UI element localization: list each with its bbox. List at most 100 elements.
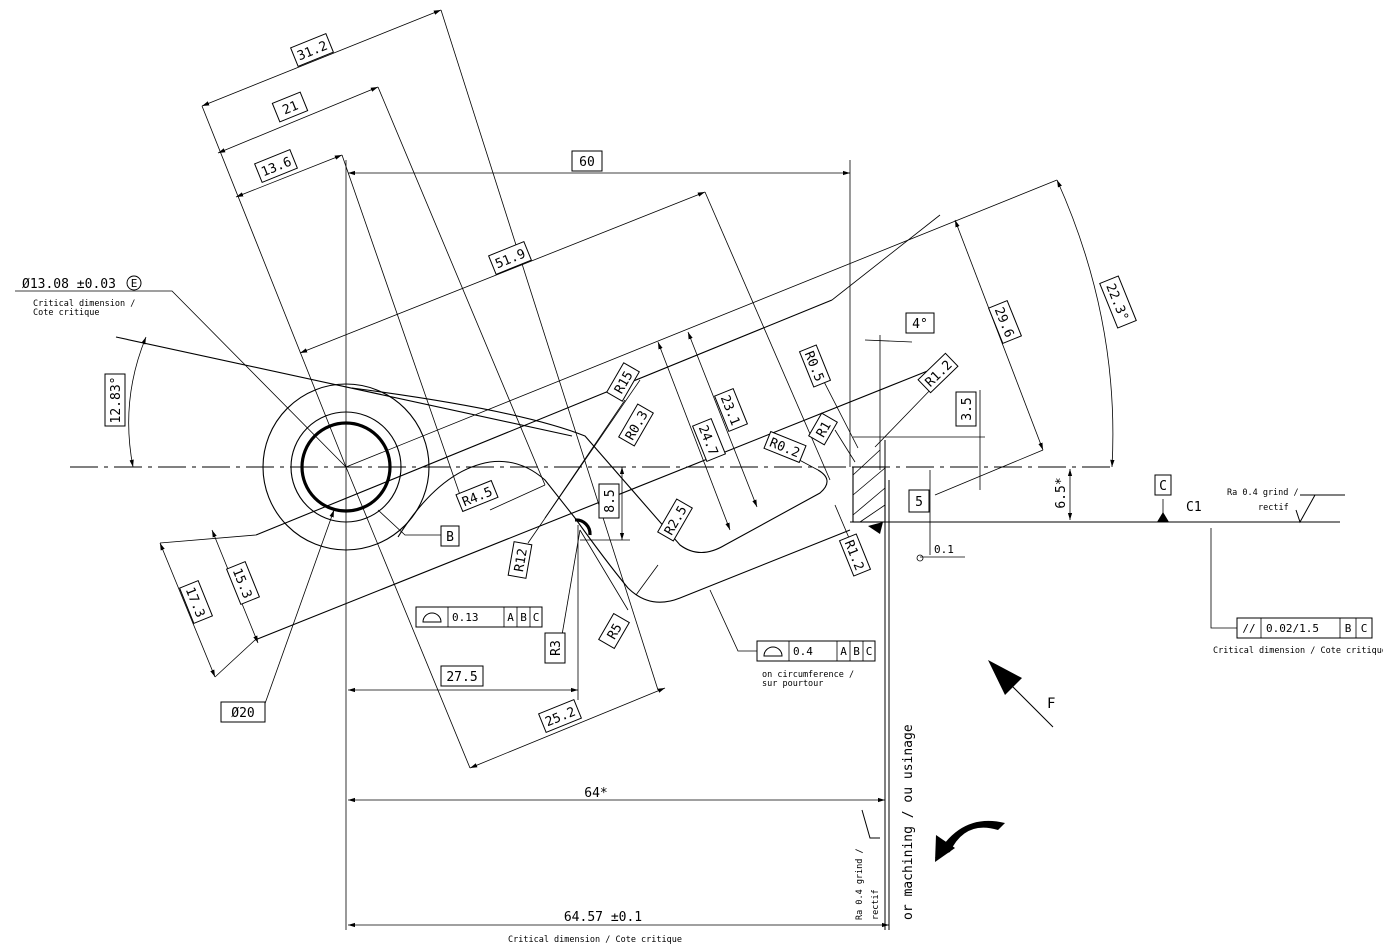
dim-r1-2-top: R1.2: [917, 352, 959, 394]
dim-64: 64*: [584, 786, 607, 801]
svg-text:5: 5: [915, 495, 923, 510]
svg-text:60: 60: [579, 155, 595, 170]
fcf-parallelism: // 0.02/1.5 B C: [1236, 617, 1373, 639]
view-arrow-f: F: [988, 660, 1055, 728]
dim-dia-13-08: Ø13.08 ±0.03: [22, 277, 116, 292]
critical-note-right: Critical dimension / Cote critique: [1213, 646, 1383, 656]
dim-r3: R3: [544, 632, 566, 664]
dim-15-3: 15.3: [225, 560, 261, 606]
dimension-lines: [15, 9, 1237, 928]
svg-text:A: A: [840, 645, 847, 658]
svg-text:R5: R5: [605, 621, 626, 642]
svg-text:R4.5: R4.5: [460, 485, 495, 511]
boss-circle: [290, 411, 402, 523]
view-f-label: F: [1047, 696, 1055, 712]
svg-text:rectif: rectif: [871, 889, 881, 920]
critical-note-bottom: Critical dimension / Cote critique: [508, 935, 682, 945]
svg-text:R0.2: R0.2: [767, 436, 802, 462]
svg-text:0.13: 0.13: [452, 611, 479, 624]
svg-text:or machining / ou usinage: or machining / ou usinage: [901, 724, 916, 920]
critical-note-fr: Cote critique: [33, 308, 100, 318]
svg-text:27.5: 27.5: [446, 670, 477, 685]
circumference-note-fr: sur pourtour: [762, 679, 823, 689]
datum-b: B: [440, 525, 460, 547]
dim-r15: R15: [606, 362, 640, 402]
svg-text:3.5: 3.5: [960, 397, 975, 420]
lower-contour: [397, 460, 851, 603]
svg-text:B: B: [446, 530, 454, 545]
svg-text:C: C: [533, 611, 540, 624]
svg-text:R0.5: R0.5: [801, 349, 827, 384]
boss-outer-circle: [262, 383, 430, 551]
dim-r1: R1: [808, 412, 838, 446]
envelope-symbol: E: [126, 275, 142, 291]
svg-text:21: 21: [280, 99, 300, 119]
dim-r1-2-bottom: R1.2: [838, 533, 872, 577]
svg-text:8.5: 8.5: [603, 489, 618, 512]
fcf-profile-0-4: 0.4 A B C: [756, 640, 876, 662]
svg-text:E: E: [131, 277, 138, 290]
end-block-hatch: [852, 449, 886, 523]
svg-text:B: B: [1345, 622, 1352, 635]
datum-a-marker: [868, 522, 883, 534]
arm-top-edge: [255, 299, 833, 536]
dim-r0-2: R0.2: [763, 430, 807, 464]
c1-label: C1: [1186, 500, 1202, 515]
bore-circle: [300, 421, 392, 513]
dim-64-57: 64.57 ±0.1: [564, 910, 642, 925]
dim-22-3-deg: 22.3°: [1099, 275, 1137, 329]
dim-r2-5: R2.5: [657, 498, 693, 542]
svg-text:R12: R12: [512, 547, 531, 573]
svg-text:6.5*: 6.5*: [1054, 477, 1069, 508]
dim-12-83-deg: 12.83°: [104, 373, 126, 427]
svg-text:R3: R3: [549, 640, 564, 656]
parallelism-icon: //: [1242, 622, 1255, 635]
part-outline: [70, 160, 1340, 930]
critical-note-en: Critical dimension /: [33, 299, 135, 309]
end-block: [852, 466, 886, 523]
dim-8-5: 8.5: [598, 483, 620, 519]
roughness-symbol-vertical: [861, 809, 880, 839]
svg-text:0.02/1.5: 0.02/1.5: [1266, 622, 1319, 635]
svg-text:C: C: [866, 645, 873, 658]
svg-text:0.4: 0.4: [793, 645, 813, 658]
slot-contour: [351, 387, 828, 554]
dim-r5: R5: [598, 612, 630, 650]
arc-arrow-r3: [574, 518, 592, 536]
svg-text:Ø20: Ø20: [231, 706, 254, 721]
svg-text:Ra 0.4 grind /: Ra 0.4 grind /: [855, 848, 865, 920]
ra-grind-label-fr: rectif: [1258, 503, 1289, 513]
machining-note: or machining / ou usinage: [901, 724, 916, 920]
ra-grind-vertical: Ra 0.4 grind / rectif: [855, 848, 881, 920]
svg-text:12.83°: 12.83°: [109, 377, 124, 424]
dim-3-5: 3.5: [955, 391, 977, 427]
dim-4-deg: 4°: [905, 312, 935, 334]
datum-c: C: [1154, 474, 1172, 496]
profile-surface-icon: [422, 612, 442, 623]
dim-r0-3: R0.3: [618, 403, 654, 447]
arm-bottom-edge: [254, 365, 941, 641]
circumference-note-en: on circumference /: [762, 670, 854, 680]
dim-21: 21: [271, 91, 309, 123]
dim-r12: R12: [507, 541, 533, 579]
ra-grind-label: Ra 0.4 grind /: [1227, 488, 1299, 498]
dim-23-1: 23.1: [713, 387, 749, 433]
modifier-circle: [916, 554, 924, 562]
dim-r4-5: R4.5: [455, 479, 499, 513]
dim-29-6: 29.6: [987, 299, 1023, 345]
profile-surface-icon: [763, 646, 783, 657]
dim-13-6: 13.6: [253, 148, 299, 184]
rotation-arrow: [935, 820, 1005, 862]
svg-text:R1.2: R1.2: [841, 538, 867, 573]
svg-text:4°: 4°: [912, 317, 928, 332]
svg-text:R1: R1: [814, 419, 835, 440]
svg-text:C: C: [1159, 479, 1167, 494]
dim-dia-20: Ø20: [220, 701, 266, 723]
datum-c-triangle: [1157, 512, 1169, 522]
dim-6-5: 6.5*: [1054, 477, 1069, 508]
svg-text:B: B: [520, 611, 527, 624]
roughness-symbol: [1295, 494, 1316, 524]
dim-5: 5: [908, 489, 930, 513]
